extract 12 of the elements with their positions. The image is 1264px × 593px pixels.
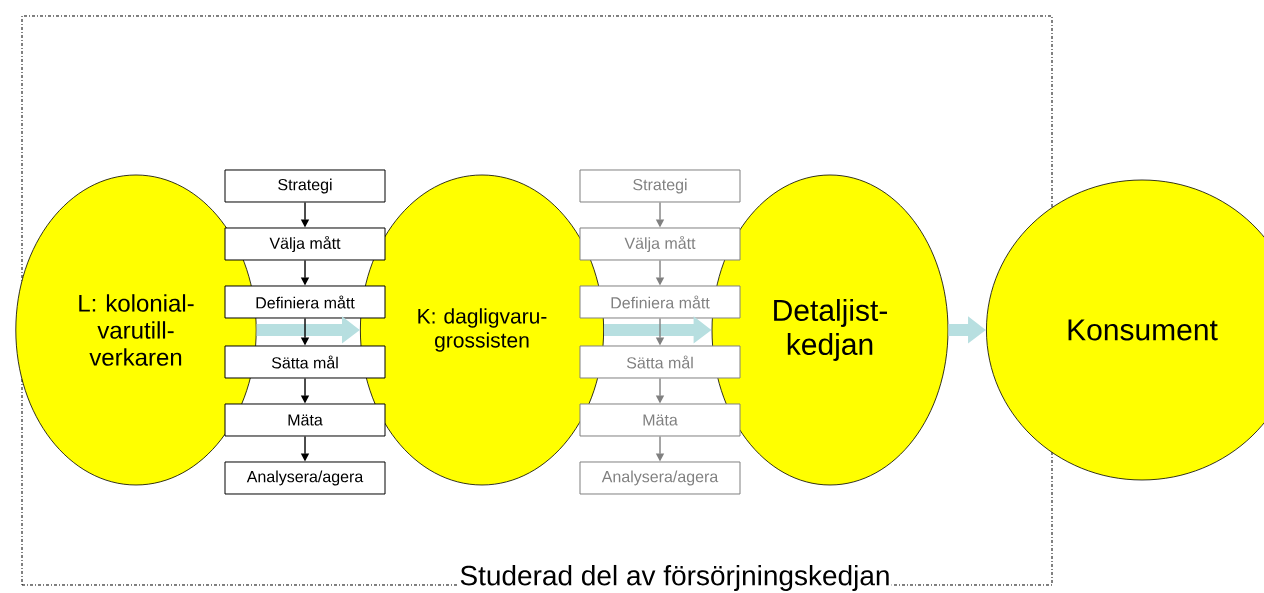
step-box: Analysera/agera (579, 461, 741, 495)
step-box: Analysera/agera (224, 461, 386, 495)
step-box: Välja mått (579, 227, 741, 261)
step-box: Mäta (579, 403, 741, 437)
step-box: Sätta mål (224, 345, 386, 379)
step-box: Mäta (224, 403, 386, 437)
step-box: Strategi (224, 169, 386, 203)
step-box: Definiera mått (579, 285, 741, 319)
step-box: Sätta mål (579, 345, 741, 379)
step-box: Välja mått (224, 227, 386, 261)
step-box: Definiera mått (224, 285, 386, 319)
step-box: Strategi (579, 169, 741, 203)
